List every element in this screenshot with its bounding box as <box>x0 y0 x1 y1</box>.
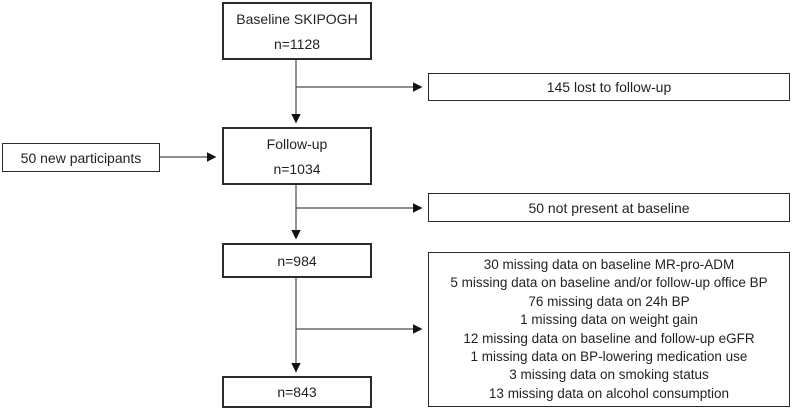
exclusion-line: 30 missing data on baseline MR-pro-ADM <box>483 256 735 272</box>
exclusion-line: 13 missing data on alcohol consumption <box>488 385 730 401</box>
new-participants-box: 50 new participants <box>2 143 160 172</box>
n984-box: n=984 <box>222 243 372 278</box>
followup-box: Follow-up n=1034 <box>222 127 372 185</box>
n843-box: n=843 <box>222 376 372 408</box>
exclusion-line: 5 missing data on baseline and/or follow… <box>450 275 768 291</box>
lost-to-followup-box: 145 lost to follow-up <box>428 73 790 101</box>
not-present-label: 50 not present at baseline <box>528 199 690 216</box>
baseline-box-title: Baseline SKIPOGH <box>236 10 358 27</box>
followup-box-count: n=1034 <box>273 160 321 177</box>
lost-to-followup-label: 145 lost to follow-up <box>546 79 672 95</box>
not-present-box: 50 not present at baseline <box>428 193 790 222</box>
n843-label: n=843 <box>277 384 317 400</box>
new-participants-label: 50 new participants <box>20 149 142 166</box>
exclusion-line: 1 missing data on BP-lowering medication… <box>470 348 748 364</box>
exclusion-line: 12 missing data on baseline and follow-u… <box>463 330 755 346</box>
exclusions-box: 30 missing data on baseline MR-pro-ADM 5… <box>428 252 790 407</box>
followup-box-title: Follow-up <box>266 135 328 152</box>
exclusion-line: 76 missing data on 24h BP <box>528 293 690 309</box>
n984-label: n=984 <box>277 252 317 269</box>
baseline-box-count: n=1128 <box>273 35 321 52</box>
baseline-box: Baseline SKIPOGH n=1128 <box>222 2 372 60</box>
exclusion-line: 1 missing data on weight gain <box>520 312 698 328</box>
exclusion-line: 3 missing data on smoking status <box>509 367 709 383</box>
